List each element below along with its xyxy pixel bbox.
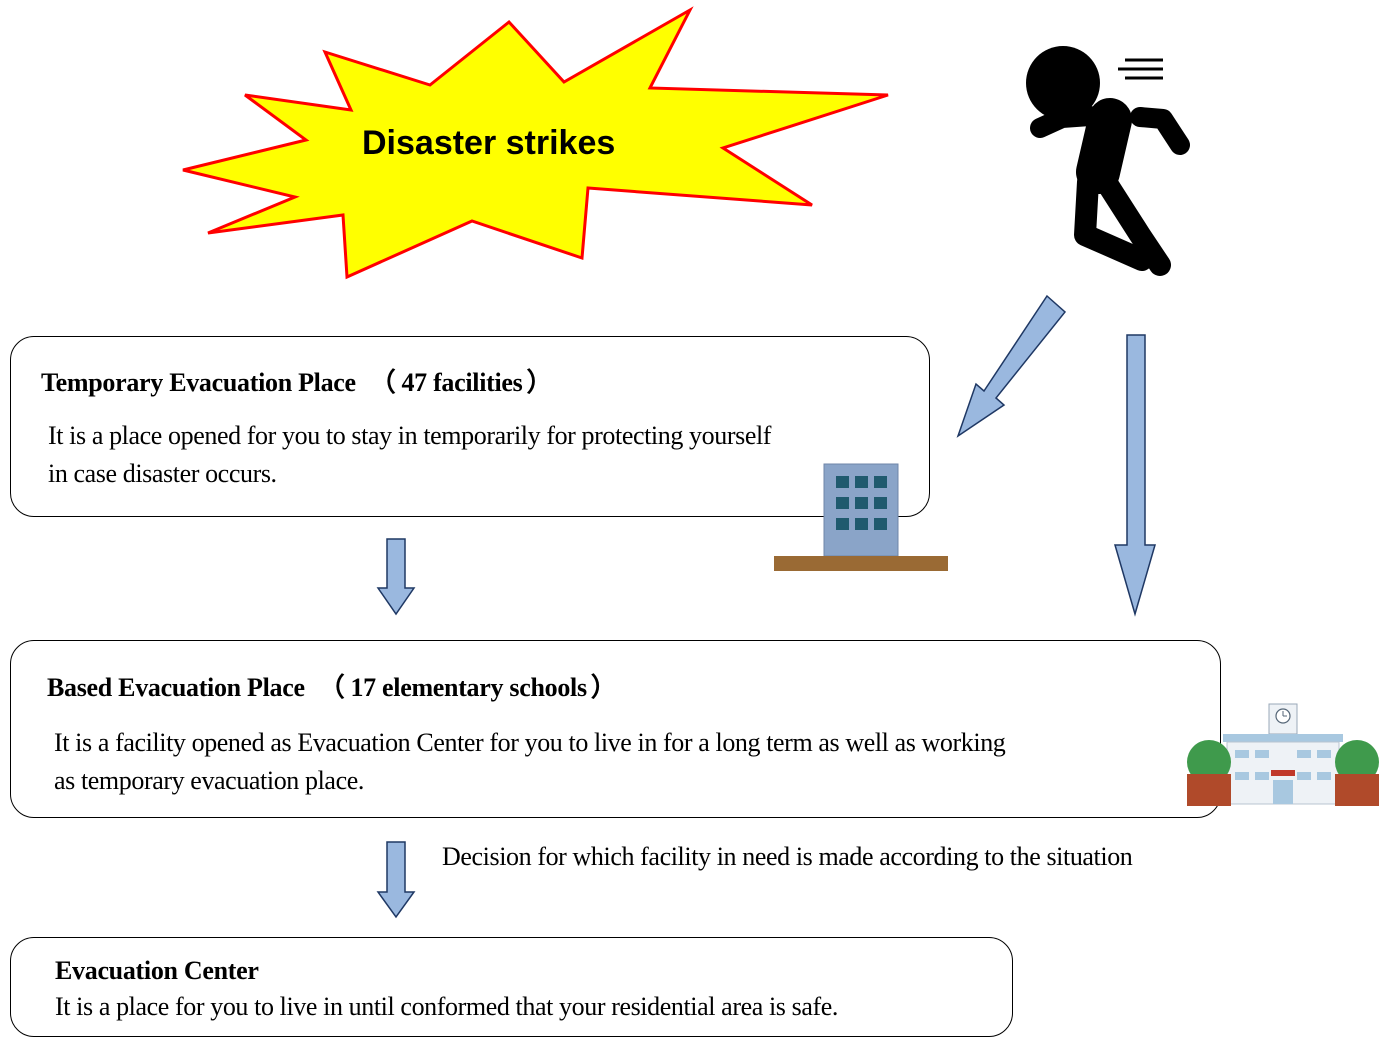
disaster-burst-shape [182,6,889,280]
office-building-icon [774,463,948,571]
school-building-icon [1187,703,1379,806]
temporary-evacuation-title: Temporary Evacuation Place [41,368,356,397]
diagonal-down-arrow [956,294,1067,438]
based-evacuation-title: Based Evacuation Place [47,673,305,702]
open-paren: （ [318,673,345,702]
short-down-arrow-2 [376,841,416,919]
temporary-evacuation-description: It is a place opened for you to stay in … [48,417,928,493]
evacuation-center-box: Evacuation Center It is a place for you … [10,937,1013,1037]
based-evacuation-count: 17 elementary schools [350,673,587,702]
temporary-description-line-2: in case disaster occurs. [48,459,277,488]
long-down-arrow [1114,334,1156,617]
evacuation-center-description: It is a place for you to live in until c… [55,992,838,1021]
decision-note: Decision for which facility in need is m… [442,842,1133,871]
running-person-icon [1026,46,1190,276]
based-description-line-2: as temporary evacuation place. [54,766,364,795]
based-evacuation-description: It is a facility opened as Evacuation Ce… [54,724,1194,800]
based-evacuation-title-row: Based Evacuation Place （17 elementary sch… [47,667,617,704]
close-paren: ） [590,673,617,702]
evacuation-center-title: Evacuation Center [55,956,259,985]
disaster-strikes-label: Disaster strikes [362,124,616,162]
temporary-evacuation-count: 47 facilities [401,368,523,397]
based-evacuation-box: Based Evacuation Place （17 elementary sch… [10,640,1221,818]
based-description-line-1: It is a facility opened as Evacuation Ce… [54,728,1006,757]
temporary-evacuation-box: Temporary Evacuation Place （47 facilities… [10,336,930,517]
temporary-evacuation-title-row: Temporary Evacuation Place （47 facilities… [41,362,552,399]
close-paren: ） [526,368,553,397]
temporary-description-line-1: It is a place opened for you to stay in … [48,421,772,450]
open-paren: （ [369,368,396,397]
short-down-arrow-1 [376,538,416,616]
